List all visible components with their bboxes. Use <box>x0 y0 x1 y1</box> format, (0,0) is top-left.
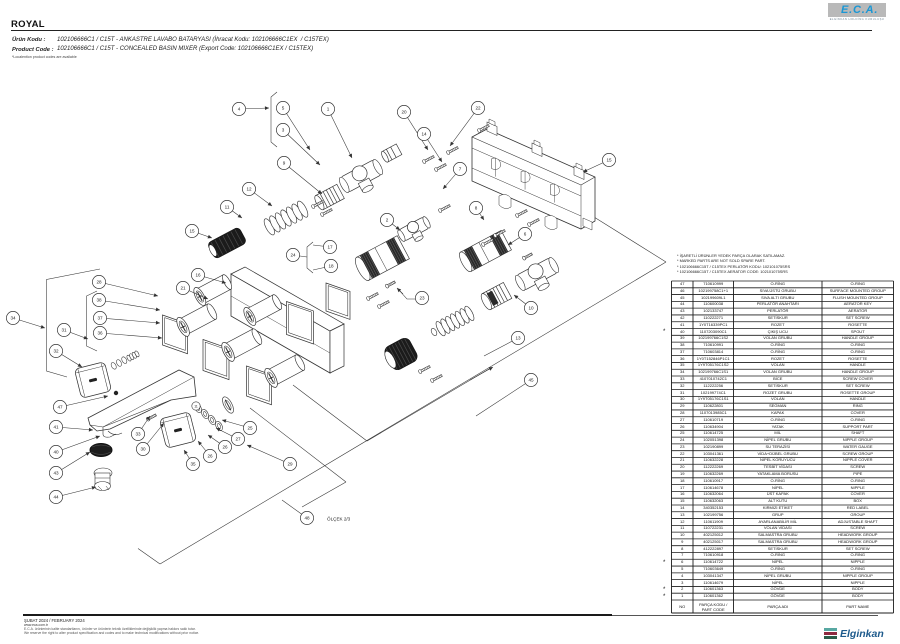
svg-text:33: 33 <box>135 432 141 437</box>
svg-text:45: 45 <box>528 378 534 383</box>
svg-text:32: 32 <box>53 349 59 354</box>
svg-text:17: 17 <box>327 245 333 250</box>
svg-text:44: 44 <box>53 495 59 500</box>
svg-text:5: 5 <box>282 106 285 111</box>
svg-text:ÖLÇEK 2/3: ÖLÇEK 2/3 <box>327 516 351 522</box>
svg-text:47: 47 <box>57 405 63 410</box>
svg-text:34: 34 <box>10 316 16 321</box>
svg-text:1: 1 <box>327 107 330 112</box>
svg-text:4: 4 <box>238 107 241 112</box>
svg-text:26: 26 <box>222 445 228 450</box>
svg-text:8: 8 <box>475 206 478 211</box>
svg-text:9: 9 <box>283 161 286 166</box>
svg-text:7: 7 <box>459 167 462 172</box>
svg-text:37: 37 <box>97 316 103 321</box>
svg-text:20: 20 <box>401 110 407 115</box>
svg-text:15: 15 <box>189 229 195 234</box>
svg-text:18: 18 <box>328 264 334 269</box>
svg-text:24: 24 <box>290 253 296 258</box>
svg-text:41: 41 <box>53 425 59 430</box>
svg-text:14: 14 <box>421 132 427 137</box>
svg-text:12: 12 <box>246 187 252 192</box>
svg-text:2: 2 <box>386 218 389 223</box>
svg-text:26: 26 <box>207 454 213 459</box>
svg-text:23: 23 <box>419 296 425 301</box>
svg-text:27: 27 <box>235 437 241 442</box>
svg-text:10: 10 <box>528 306 534 311</box>
svg-text:25: 25 <box>247 426 253 431</box>
svg-text:35: 35 <box>190 462 196 467</box>
svg-text:11: 11 <box>194 405 198 409</box>
svg-text:40: 40 <box>53 450 59 455</box>
svg-text:29: 29 <box>287 462 293 467</box>
svg-text:43: 43 <box>53 471 59 476</box>
svg-text:3: 3 <box>282 128 285 133</box>
svg-text:16: 16 <box>195 273 201 278</box>
svg-text:6: 6 <box>524 232 527 237</box>
svg-text:15: 15 <box>606 158 612 163</box>
svg-text:22: 22 <box>475 106 481 111</box>
svg-text:38: 38 <box>96 298 102 303</box>
svg-text:21: 21 <box>180 286 186 291</box>
svg-text:48: 48 <box>304 516 310 521</box>
svg-text:36: 36 <box>97 331 103 336</box>
svg-text:31: 31 <box>61 328 67 333</box>
svg-text:30: 30 <box>140 447 146 452</box>
svg-text:11: 11 <box>225 205 230 210</box>
svg-text:28: 28 <box>96 280 102 285</box>
svg-text:13: 13 <box>515 336 521 341</box>
